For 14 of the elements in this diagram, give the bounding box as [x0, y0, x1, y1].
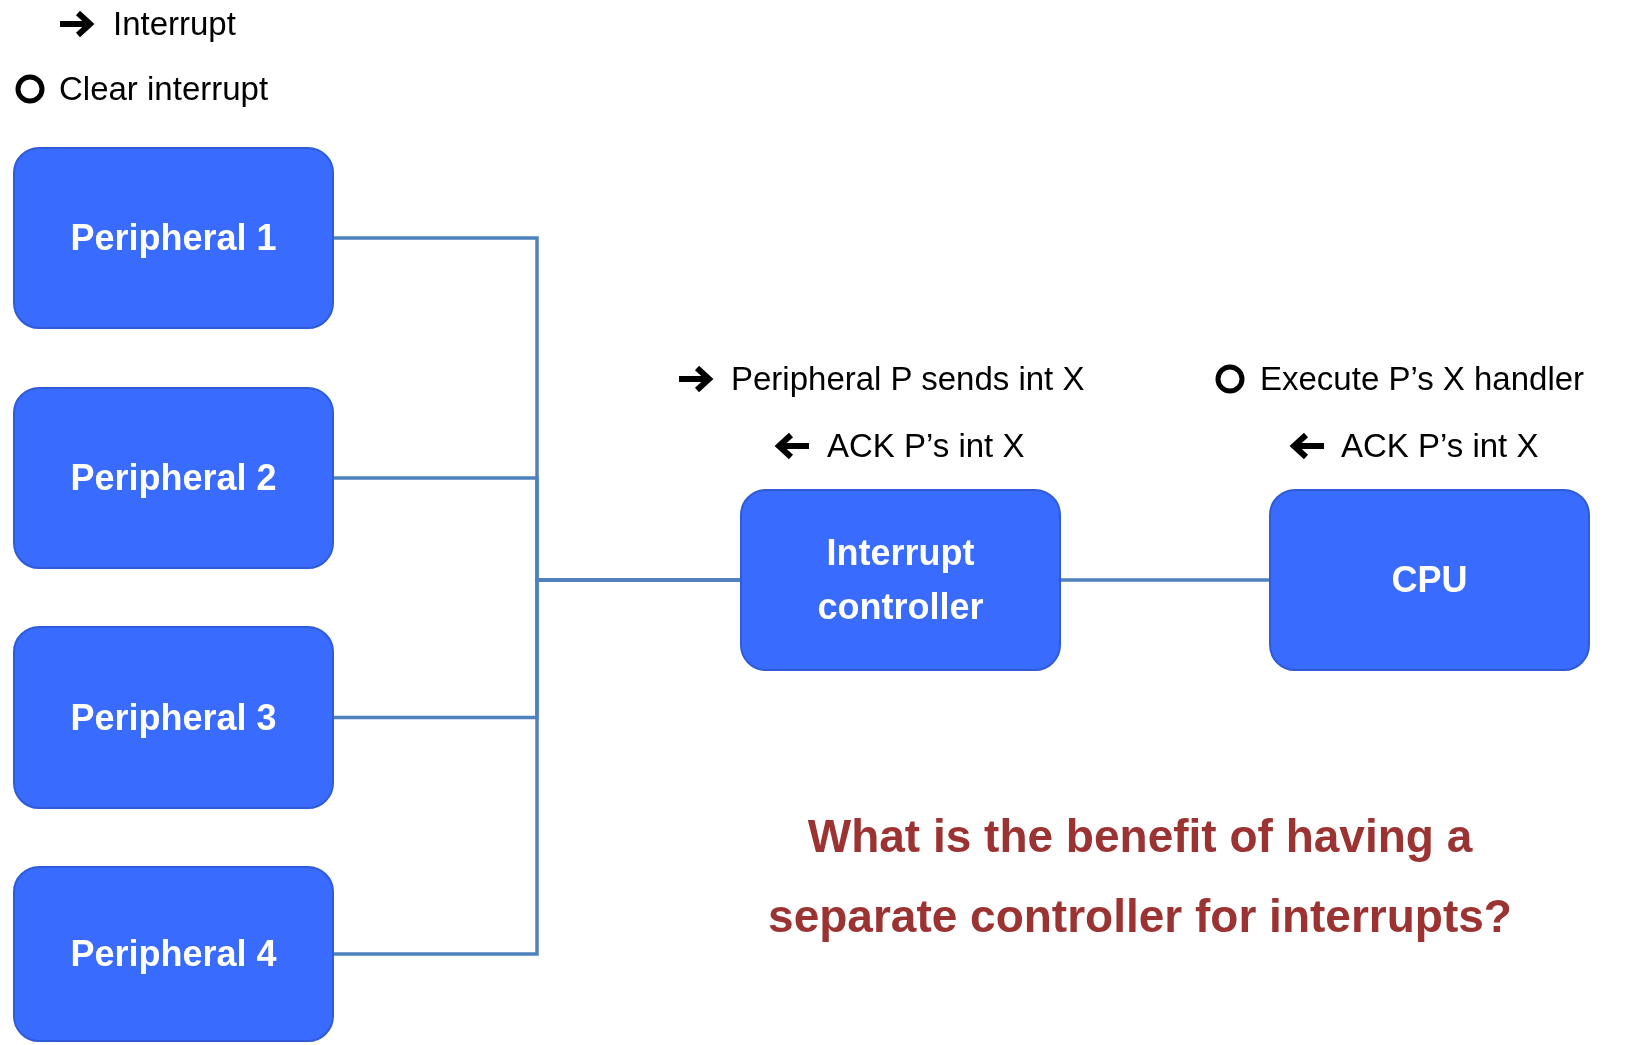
signal-note: Execute P’s X handler [1260, 359, 1585, 399]
legend-label: Clear interrupt [59, 69, 269, 109]
legend-label: Interrupt [113, 4, 236, 44]
peripheral-box: Peripheral 2 [13, 387, 334, 569]
signal-note: ACK P’s int X [1341, 426, 1539, 466]
cpu-box: CPU [1269, 489, 1590, 671]
peripheral-box: Peripheral 4 [13, 866, 334, 1042]
peripheral-box: Peripheral 3 [13, 626, 334, 809]
controller-box: Interrupt controller [740, 489, 1061, 671]
signal-note: Peripheral P sends int X [731, 359, 1085, 399]
connector-line [1061, 578, 1269, 582]
question-text: What is the benefit of having a separate controller for interrupts? [767, 809, 1513, 944]
peripheral-box: Peripheral 1 [13, 147, 334, 329]
signal-note: ACK P’s int X [827, 426, 1025, 466]
